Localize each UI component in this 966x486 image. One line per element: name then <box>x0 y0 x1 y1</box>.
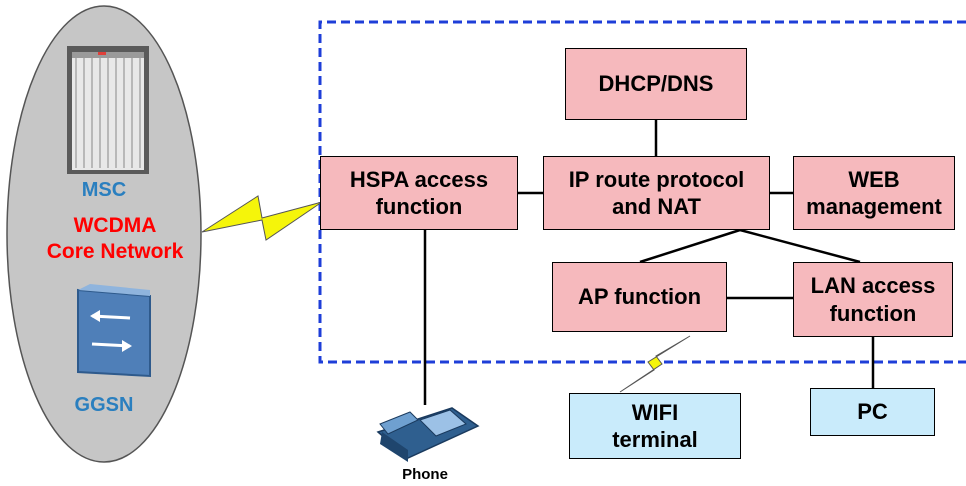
hspa-label-line1: HSPA access <box>349 166 489 192</box>
ggsn-label: GGSN <box>74 394 134 416</box>
lan-label-line2: function <box>829 300 917 326</box>
wifi-label-line2: terminal <box>612 427 698 452</box>
ip-route-label-line2: and NAT <box>612 194 701 219</box>
ap-function-box[interactable]: AP function <box>552 262 727 332</box>
router-switch-icon <box>77 284 151 378</box>
server-rack-icon <box>67 46 149 174</box>
wireless-link-wifi-icon <box>619 335 691 393</box>
pc-label: PC <box>857 399 888 425</box>
lan-access-box[interactable]: LAN access function <box>793 262 953 337</box>
ip-route-nat-box[interactable]: IP route protocol and NAT <box>543 156 770 230</box>
link-ip-ap <box>639 228 741 264</box>
web-label-line1: WEB <box>848 166 900 192</box>
hspa-access-box[interactable]: HSPA access function <box>320 156 518 230</box>
ip-route-label-line1: IP route protocol <box>568 166 745 192</box>
core-network-title-line1: WCDMA <box>73 214 157 237</box>
core-network-ellipse <box>6 5 202 463</box>
lan-label-line1: LAN access <box>810 273 936 298</box>
hspa-label-line2: function <box>375 194 463 219</box>
desk-phone-icon <box>376 407 480 462</box>
dhcp-dns-box[interactable]: DHCP/DNS <box>565 48 747 120</box>
core-network-title-line2: Core Network <box>46 240 184 264</box>
dhcp-dns-label: DHCP/DNS <box>598 71 714 97</box>
wifi-label-line1: WIFI <box>631 399 679 425</box>
ap-label: AP function <box>577 284 702 310</box>
phone-label: Phone <box>402 466 448 483</box>
wireless-link-core-icon <box>201 195 323 241</box>
core-network-title: WCDMA Core Network <box>30 213 200 266</box>
web-management-box[interactable]: WEB management <box>793 156 955 230</box>
wifi-terminal-box[interactable]: WIFI terminal <box>569 393 741 459</box>
web-label-line2: management <box>806 194 942 219</box>
pc-box[interactable]: PC <box>810 388 935 436</box>
link-ip-lan <box>739 228 861 264</box>
msc-label: MSC <box>81 179 127 201</box>
